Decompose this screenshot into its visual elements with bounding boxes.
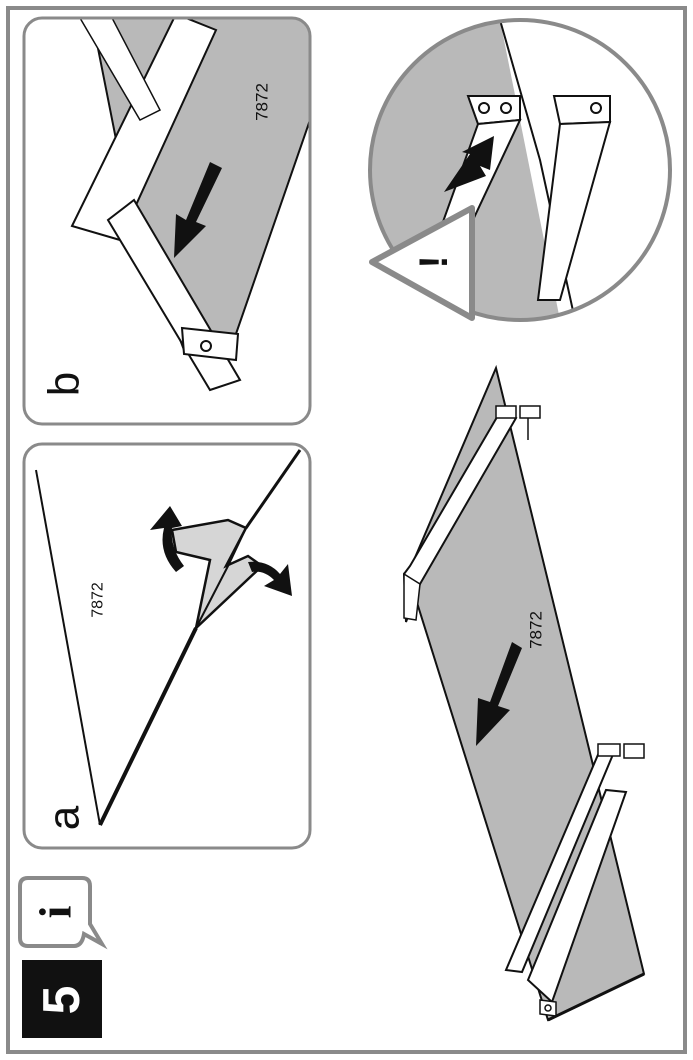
panel-a-letter: a xyxy=(40,805,89,830)
screw-hole-icon xyxy=(545,1005,551,1011)
bracket xyxy=(624,744,644,758)
detail-circle: ! xyxy=(370,20,670,320)
screw-hole-icon xyxy=(201,341,211,351)
bracket xyxy=(520,406,540,418)
panel-a-part-code: 7872 xyxy=(90,582,107,618)
panel-a: a 7872 xyxy=(24,444,310,848)
panel-b-letter: b xyxy=(40,372,89,396)
screw-hole-icon xyxy=(501,103,511,113)
step-badge: 5 xyxy=(22,960,102,1038)
warning-symbol: ! xyxy=(412,255,456,268)
bracket xyxy=(496,406,516,418)
bracket xyxy=(598,744,620,756)
step-number: 5 xyxy=(33,986,91,1015)
panel-b: b 7872 xyxy=(24,14,310,424)
main-part-code: 7872 xyxy=(527,611,546,649)
screw-hole-icon xyxy=(591,103,601,113)
panel-b-part-code: 7872 xyxy=(253,83,272,121)
main-assembly: 7872 xyxy=(404,368,644,1020)
info-bubble-icon: i xyxy=(20,878,102,946)
screw-hole-icon xyxy=(479,103,489,113)
info-icon-label: i xyxy=(30,905,81,918)
